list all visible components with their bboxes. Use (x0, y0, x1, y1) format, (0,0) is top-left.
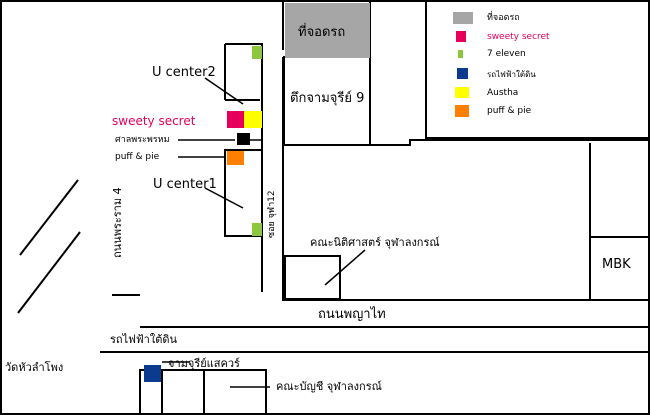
legend-seven-eleven-swatch (458, 50, 463, 58)
soi-chula12-line (225, 43, 263, 292)
chamchuri9-label: ตึกจามจุรีย์ 9 (290, 91, 365, 106)
legend-parking-label: ที่จอดรถ (487, 13, 520, 23)
legend-sweety-label: sweety secret (487, 32, 550, 42)
chamchuri-square-label: จามจุรีย์แสควร์ (168, 357, 240, 370)
law-faculty-label: คณะนิติศาสตร์ จุฬาลงกรณ์ (310, 236, 440, 249)
puff-pie-label: puff & pie (115, 152, 160, 162)
legend-puff-pie-label: puff & pie (487, 106, 532, 116)
phayathai-road-label: ถนนพญาไท (318, 307, 386, 322)
legend-austha-label: Austha (487, 88, 519, 98)
accounting-faculty-label: คณะบัญชี จุฬาลงกรณ์ (276, 380, 382, 393)
parking-label: ที่จอดรถ (298, 25, 346, 40)
ucenter1-label: U center1 (153, 177, 217, 192)
bts-station-marker (144, 365, 161, 382)
block-top (283, 139, 650, 146)
ucenter1-pointer (204, 187, 244, 209)
seven-eleven-marker-bottom (252, 223, 262, 236)
legend-bts-swatch (457, 68, 468, 79)
legend-frame (425, 0, 650, 139)
mbk-label: MBK (602, 257, 631, 272)
chamchuri-square-b (161, 369, 205, 415)
shrine-marker (237, 133, 250, 145)
law-pointer (324, 249, 366, 286)
hualamphong-label: วัดหัวลำโพง (5, 361, 64, 374)
ucenter2-label: U center2 (152, 65, 216, 80)
legend-bts-label: รถไฟฟ้าใต้ดิน (487, 70, 536, 79)
legend-austha-swatch (455, 87, 469, 98)
sweety-secret-label: sweety secret (112, 114, 196, 128)
road-diagonal-1 (19, 179, 79, 256)
seven-eleven-marker-top (252, 46, 262, 59)
road-diagonal-2 (17, 231, 81, 314)
accounting-building (203, 369, 267, 415)
sweety-secret-marker (227, 111, 245, 128)
ucenter2-pointer (204, 77, 244, 105)
ucenter1-building (224, 149, 263, 237)
rama4-road-label: ถนนพระราม 4 (111, 187, 124, 258)
parking-area (285, 3, 370, 58)
legend-puff-pie-swatch (455, 105, 469, 117)
legend-parking-swatch (453, 12, 473, 24)
austha-marker (244, 111, 262, 128)
shrine-label: ศาลพระพรหม (115, 135, 170, 145)
puff-pie-marker (227, 151, 244, 165)
subway-label: รถไฟฟ้าใต้ดิน (110, 333, 178, 346)
legend-seven-eleven-label: 7 eleven (487, 49, 526, 59)
law-building (284, 255, 341, 300)
legend-sweety-swatch (456, 31, 466, 42)
block-outline (282, 57, 590, 301)
soi-chula12-label: ซอย จุฬา12 (267, 190, 277, 238)
